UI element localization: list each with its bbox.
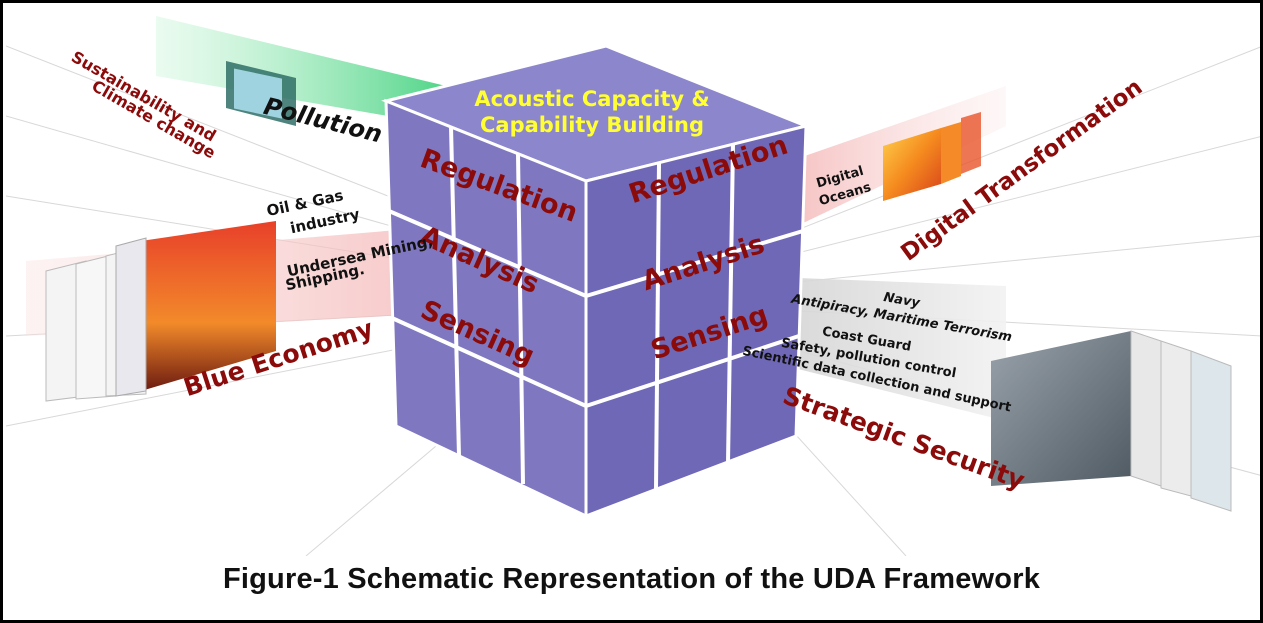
navy-label: Navy <box>882 290 921 311</box>
digital-cube-image <box>883 128 941 201</box>
uda-framework-diagram: Acoustic Capacity & Capability Building … <box>6 16 1260 556</box>
central-cube <box>381 44 811 519</box>
figure-caption: Figure-1 Schematic Representation of the… <box>222 563 1041 595</box>
oil-rig-image <box>141 221 276 391</box>
cube-top-line2: Capability Building <box>480 113 704 137</box>
warship-image <box>991 331 1131 486</box>
security-band <box>746 276 1232 512</box>
cube-top-line1: Acoustic Capacity & <box>474 87 709 111</box>
digital-band <box>776 86 1006 236</box>
pollution-band <box>156 16 446 126</box>
